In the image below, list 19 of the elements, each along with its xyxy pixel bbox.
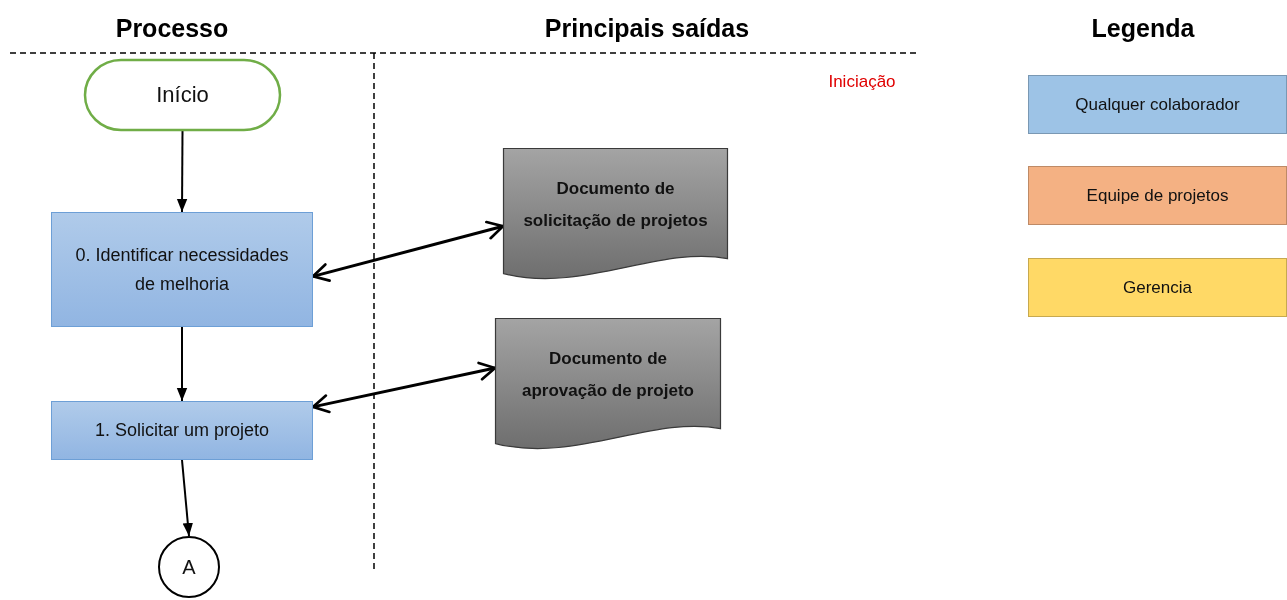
column-heading: Processo <box>115 13 229 43</box>
connector-circle <box>158 536 220 598</box>
column-heading: Principais saídas <box>544 13 750 43</box>
node-label: A <box>182 554 196 580</box>
legend-label: Equipe de projetos <box>1086 185 1229 206</box>
phase-label: Iniciação <box>828 72 896 92</box>
legend-label: Gerencia <box>1123 277 1192 298</box>
node-label: 1. Solicitar um projeto <box>93 419 271 443</box>
legend-label: Qualquer colaborador <box>1075 94 1240 115</box>
node-label: Documento de aprovação de projeto <box>521 348 695 402</box>
node-label: Início <box>156 81 209 110</box>
node-label: Documento de solicitação de projetos <box>522 178 709 232</box>
legend-heading: Legenda <box>1091 13 1195 43</box>
arrow <box>176 130 188 213</box>
arrow <box>181 459 193 537</box>
process-box <box>51 401 313 460</box>
arrow <box>176 326 188 402</box>
node-label: 0. Identificar necessidades de melhoria <box>74 243 290 296</box>
process-box <box>51 212 313 327</box>
